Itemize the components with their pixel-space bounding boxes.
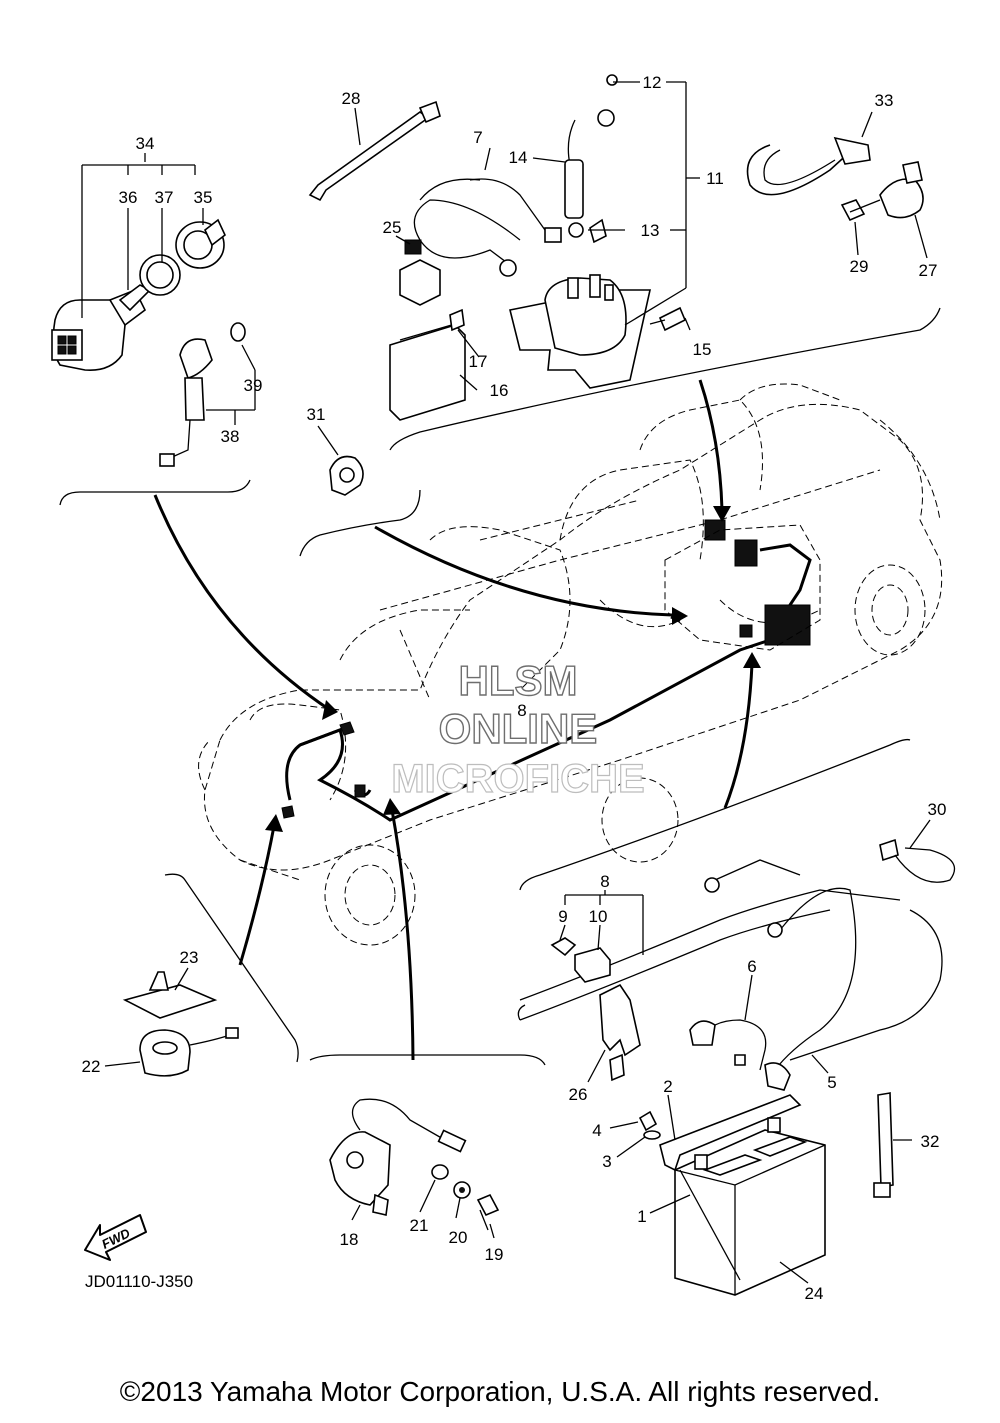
- switch-18-group: [329, 1098, 500, 1239]
- clamp-31: [317, 425, 364, 496]
- callout-37: 37: [155, 188, 174, 207]
- callout-3: 3: [602, 1152, 611, 1171]
- callout-14: 14: [509, 148, 528, 167]
- callout-28: 28: [342, 89, 361, 108]
- diagram-code: JD01110-J350: [85, 1272, 193, 1291]
- main-switch-group: [51, 153, 256, 467]
- callout-15: 15: [693, 340, 712, 359]
- callout-2: 2: [663, 1077, 672, 1096]
- callout-23: 23: [180, 948, 199, 967]
- callout-39: 39: [244, 376, 263, 395]
- callout-26: 26: [569, 1085, 588, 1104]
- callout-34: 34: [136, 134, 155, 153]
- solenoid-group: [308, 74, 700, 421]
- callout-24: 24: [805, 1284, 824, 1303]
- watermark-line2: ONLINE: [439, 705, 598, 752]
- callout-25: 25: [383, 218, 402, 237]
- callout-21: 21: [410, 1216, 429, 1235]
- callout-9: 9: [558, 907, 567, 926]
- battery-group: [519, 819, 956, 1296]
- callout-27: 27: [919, 261, 938, 280]
- callout-33: 33: [875, 91, 894, 110]
- callout-11: 11: [706, 169, 724, 188]
- callout-1: 1: [637, 1207, 646, 1226]
- callout-19: 19: [485, 1245, 504, 1264]
- watermark-line3: MICROFICHE: [391, 757, 644, 801]
- watermark-line1: HLSM: [459, 657, 578, 704]
- callout-13: 13: [641, 221, 660, 240]
- callout-22: 22: [82, 1057, 101, 1076]
- bands-group: [746, 111, 928, 259]
- callout-7: 7: [473, 128, 482, 147]
- callout-30: 30: [928, 800, 947, 819]
- callout-10: 10: [589, 907, 608, 926]
- callout-29: 29: [850, 257, 869, 276]
- callout-4: 4: [592, 1121, 601, 1140]
- callout-5: 5: [827, 1073, 836, 1092]
- callout-12: 12: [643, 73, 662, 92]
- callout-32: 32: [921, 1132, 940, 1151]
- callout-8-harness: 8: [517, 701, 526, 720]
- callout-35: 35: [194, 188, 213, 207]
- callout-31: 31: [307, 405, 326, 424]
- flow-arrows: [153, 379, 761, 1061]
- golf-cart-outline: [198, 383, 943, 946]
- fwd-arrow-icon: FWD: [84, 1214, 147, 1261]
- callout-16: 16: [490, 381, 509, 400]
- callout-20: 20: [449, 1228, 468, 1247]
- copyright-notice: ©2013 Yamaha Motor Corporation, U.S.A. A…: [119, 1376, 881, 1407]
- callout-8-lower: 8: [600, 872, 609, 891]
- wire-harness-on-cart: [281, 519, 821, 822]
- callout-36: 36: [119, 188, 138, 207]
- callout-labels: 1 2 3 4 5 6 7 8 8 9 10 11 12 13 14 15 16…: [82, 73, 947, 1303]
- watermark: HLSM ONLINE MICROFICHE: [391, 656, 646, 801]
- callout-6: 6: [747, 957, 756, 976]
- callout-17: 17: [469, 352, 488, 371]
- callout-18: 18: [340, 1230, 359, 1249]
- sensor-group: [104, 967, 239, 1077]
- callout-38: 38: [221, 427, 240, 446]
